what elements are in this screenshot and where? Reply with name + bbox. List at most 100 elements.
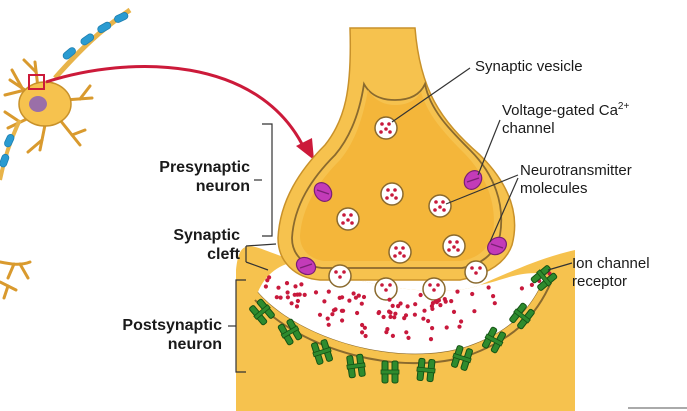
neurotransmitter-dot: [274, 295, 279, 300]
label-cleft-line2: cleft: [207, 246, 240, 263]
neurotransmitter-dot: [470, 291, 475, 297]
neurotransmitter-dot: [293, 284, 298, 289]
neurotransmitter-dot: [299, 282, 304, 287]
neurotransmitter-dot: [377, 310, 382, 315]
neurotransmitter-dot: [390, 333, 395, 338]
neurotransmitter-dot: [422, 308, 427, 313]
receptor-icon: [380, 360, 400, 384]
neurotransmitter-dot: [326, 289, 331, 294]
label-ion-channel-line1: Ion channel: [572, 255, 650, 272]
label-postsynaptic-line1: Postsynaptic: [122, 317, 222, 334]
receptor-icon: [311, 339, 333, 365]
neurotransmitter-dot: [340, 318, 345, 323]
neurotransmitter-dot: [351, 291, 356, 296]
neurotransmitter-dot: [359, 301, 364, 306]
neurotransmitter-dot: [388, 314, 393, 319]
neurotransmitter-dot: [449, 299, 454, 304]
zoom-arrow: [45, 65, 314, 160]
neurotransmitter-dot: [294, 304, 300, 309]
neurotransmitter-dot: [322, 299, 327, 304]
neurotransmitter-dot: [413, 302, 418, 307]
label-synaptic-cleft: Synaptic cleft: [110, 226, 240, 264]
neurotransmitter-dot: [331, 308, 336, 313]
neurotransmitter-dot: [387, 309, 392, 314]
neurotransmitter-dot: [406, 335, 411, 340]
vesicle-icon: [336, 207, 360, 231]
neurotransmitter-dot: [387, 297, 392, 302]
neurotransmitter-dot: [430, 306, 435, 311]
neurotransmitter-dot: [317, 312, 323, 317]
vesicle-icon: [374, 277, 398, 301]
label-cleft-line1: Synaptic: [173, 227, 240, 244]
neurotransmitter-dot: [451, 309, 457, 314]
calcium-channel-icon: [313, 182, 333, 202]
label-voltage-gated-channel: Voltage-gated Ca2+ channel: [502, 102, 629, 138]
label-presynaptic-line1: Presynaptic: [159, 159, 250, 176]
neurotransmitter-dot: [330, 312, 335, 317]
leader-lines: [228, 67, 573, 373]
neurotransmitter-dot: [285, 290, 290, 295]
neurotransmitter-dot: [421, 316, 426, 321]
neurotransmitter-dot: [472, 309, 477, 314]
neurotransmitter-dot: [313, 290, 319, 295]
neurotransmitter-dot: [363, 333, 368, 339]
neurotransmitter-dot: [426, 318, 431, 324]
calcium-channel-icon: [487, 236, 507, 256]
receptor-icon: [509, 302, 535, 330]
neurotransmitter-dot: [403, 313, 409, 318]
neurotransmitter-dot: [436, 298, 441, 303]
label-neurotransmitter: Neurotransmitter molecules: [520, 162, 632, 198]
vesicle-icon: [442, 234, 466, 258]
neurotransmitter-dot: [353, 295, 358, 300]
neurotransmitter-dot: [263, 284, 268, 289]
vesicle-icon: [428, 194, 452, 218]
neuron-icon: [0, 7, 132, 181]
vesicle-icon: [374, 116, 398, 140]
neurotransmitter-dot: [412, 312, 417, 317]
neurotransmitter-dot: [284, 281, 290, 286]
neurotransmitter-dot: [405, 304, 410, 309]
vesicle-icon: [328, 264, 352, 288]
neurotransmitter-dot: [396, 304, 401, 309]
neurotransmitter-dot: [355, 310, 360, 316]
neurotransmitter-dot: [529, 282, 535, 287]
label-ion-channel-line2: receptor: [572, 273, 628, 290]
neurotransmitter-dot: [265, 278, 270, 283]
neurotransmitter-dot: [295, 298, 300, 304]
receptor-icon: [277, 318, 303, 346]
neurotransmitter-dot: [393, 311, 398, 316]
receptor-icon: [481, 326, 507, 354]
neurotransmitter-dot: [292, 292, 297, 297]
neurotransmitter-dot: [289, 301, 294, 306]
neurotransmitter-molecules: [263, 271, 552, 342]
neurotransmitter-dot: [486, 285, 491, 290]
label-postsynaptic-line2: neuron: [167, 336, 222, 353]
neurotransmitter-dot: [390, 303, 395, 308]
vesicle-icon: [380, 182, 404, 206]
neurotransmitter-dot: [392, 315, 397, 320]
calcium-channel-icon: [295, 256, 317, 276]
label-presynaptic-neuron: Presynaptic neuron: [120, 158, 250, 196]
vesicle-icon: [388, 240, 412, 264]
label-neurotransmitter-line2: molecules: [520, 180, 588, 197]
label-presynaptic-line2: neuron: [195, 178, 250, 195]
neurotransmitter-dot: [459, 319, 464, 324]
dendrite-fragment: [0, 260, 32, 300]
vesicle-group: [328, 116, 488, 301]
neurotransmitter-dot: [404, 330, 409, 335]
neurotransmitter-dot: [457, 324, 462, 329]
label-neurotransmitter-line1: Neurotransmitter: [520, 162, 632, 179]
label-voltage-gated-sup: 2+: [617, 101, 630, 112]
neurotransmitter-dot: [384, 330, 389, 335]
neurotransmitter-dot: [381, 314, 386, 320]
neurotransmitter-dot: [519, 286, 525, 291]
neurotransmitter-dot: [444, 325, 449, 330]
receptor-icon: [249, 298, 275, 326]
neurotransmitter-dot: [491, 294, 496, 299]
neurotransmitter-dot: [326, 322, 331, 327]
neurotransmitter-dot: [347, 298, 352, 303]
neurotransmitter-dot: [361, 294, 367, 300]
calcium-channel-icon: [463, 170, 483, 190]
label-voltage-gated-line1: Voltage-gated Ca: [502, 102, 618, 119]
